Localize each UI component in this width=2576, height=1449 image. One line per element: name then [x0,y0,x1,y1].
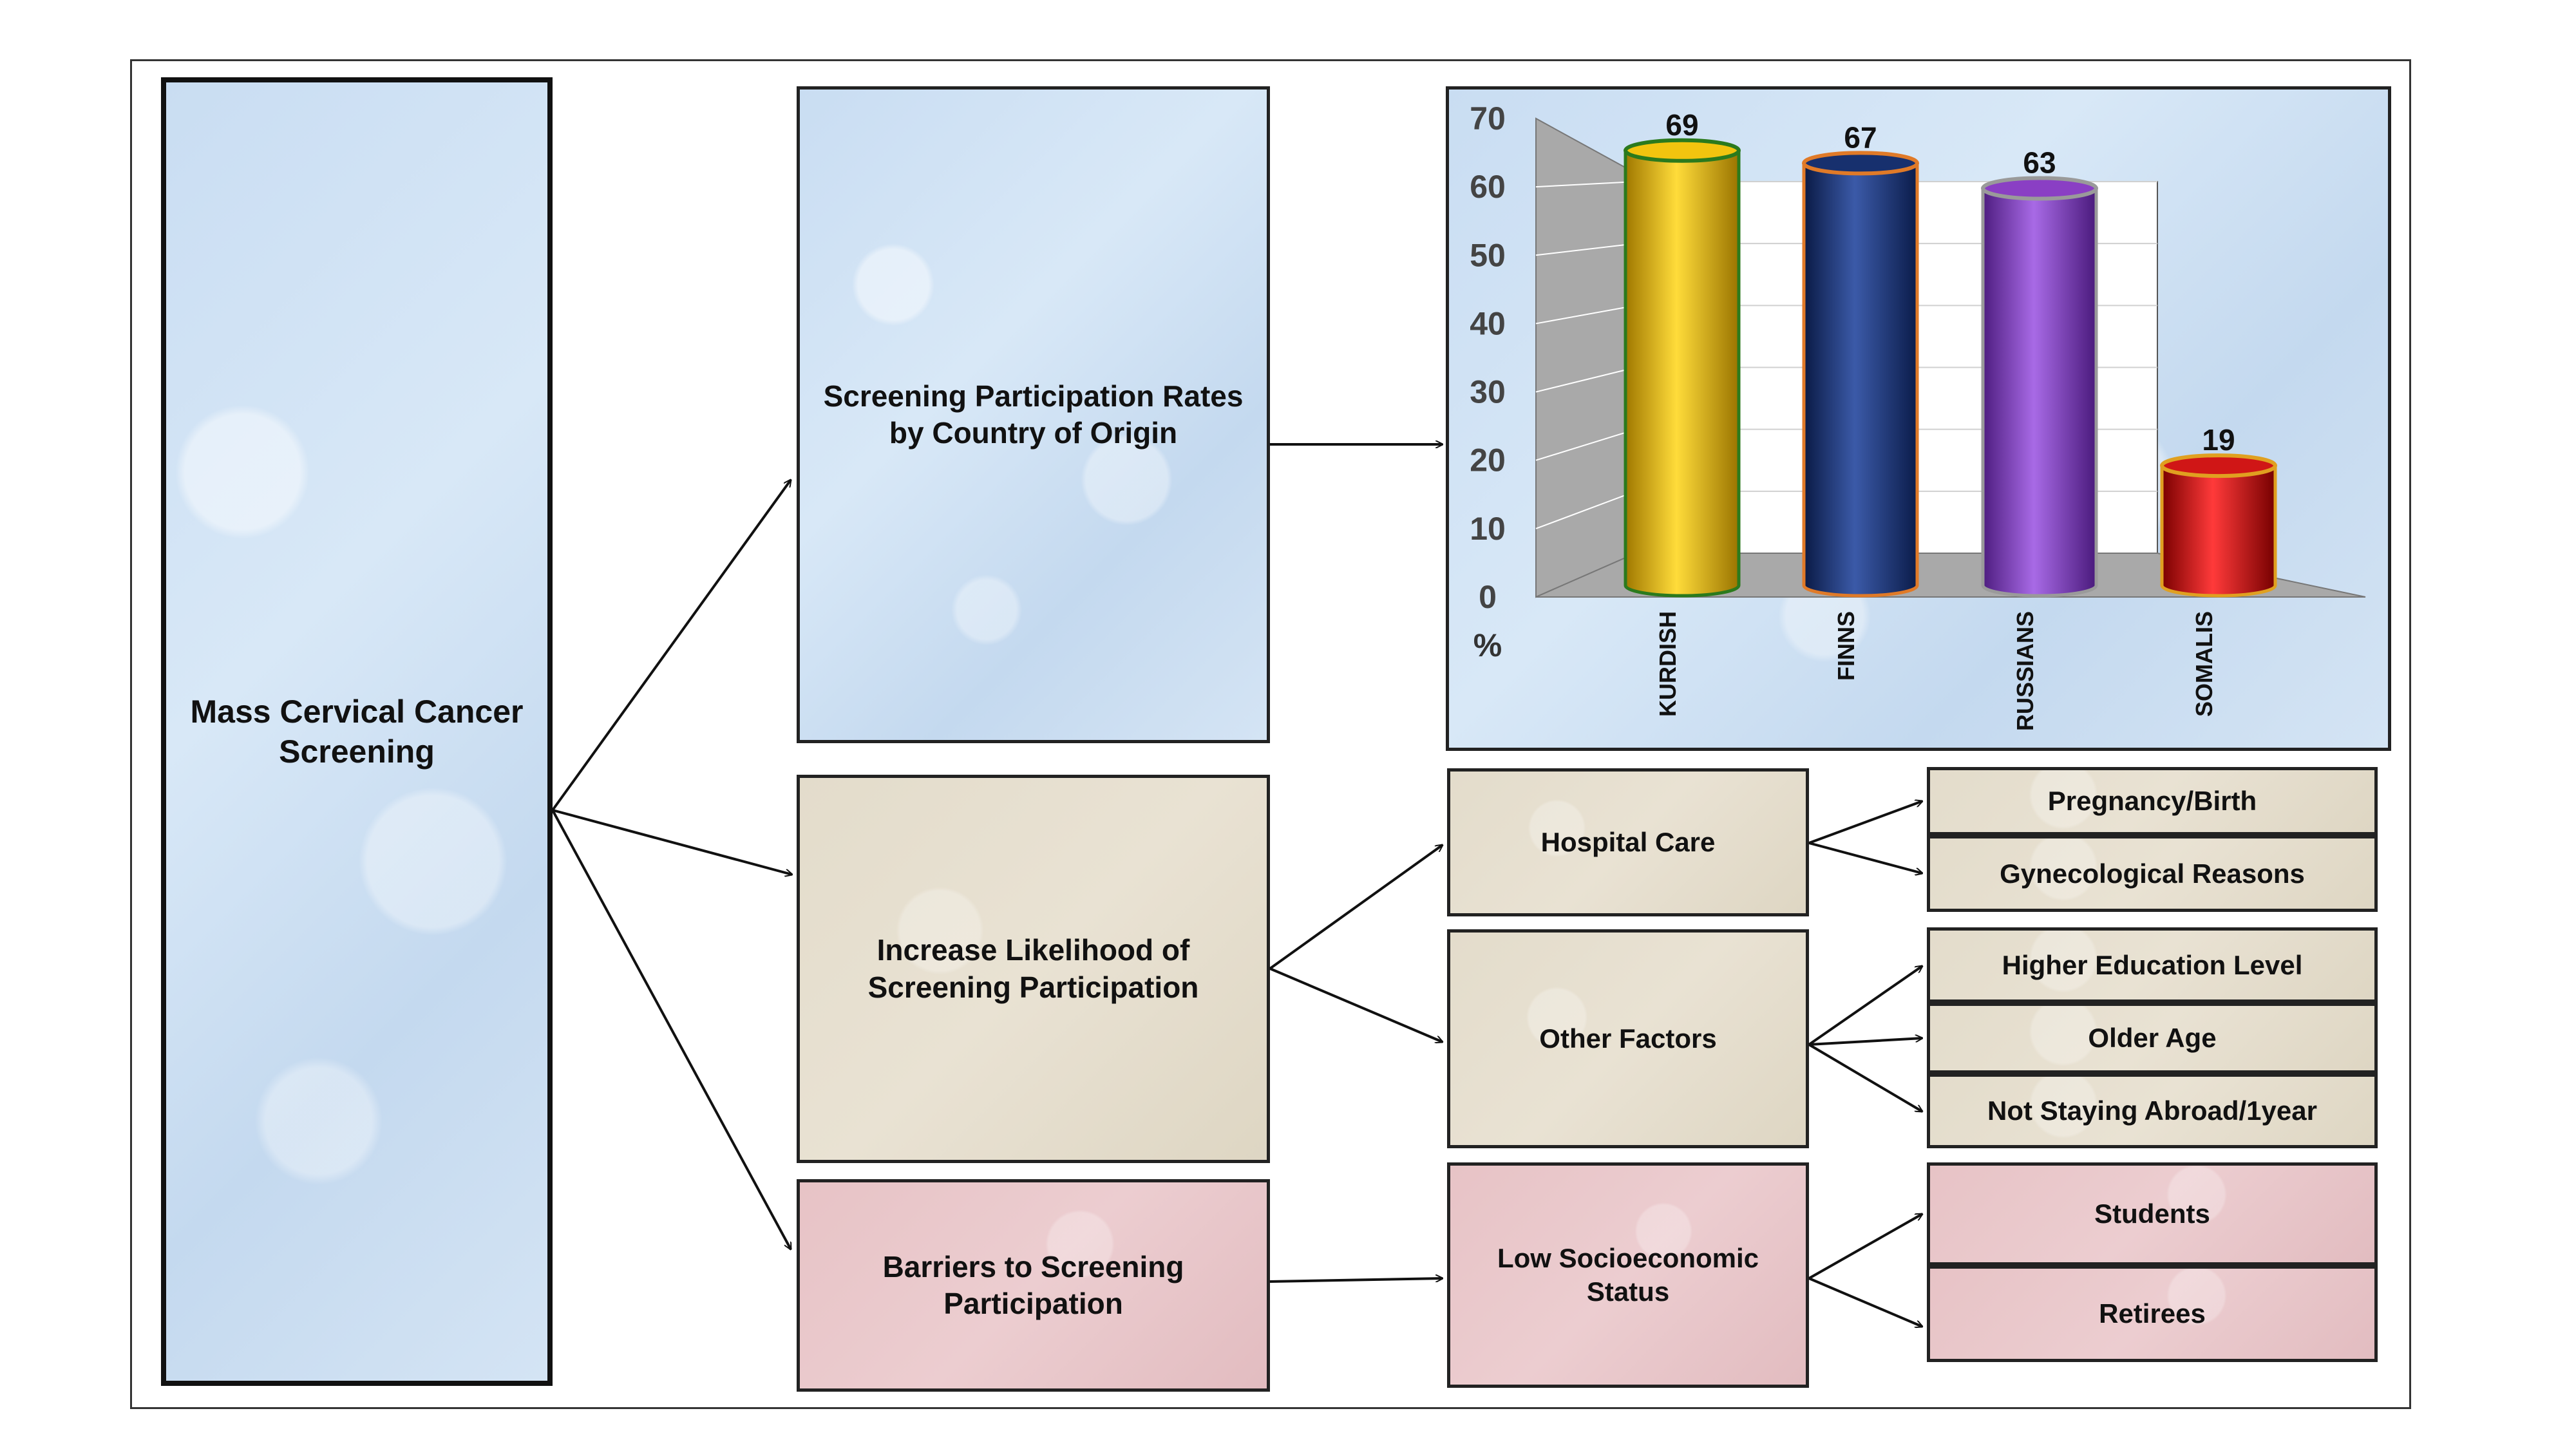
chart-gridline-side [1535,243,1636,256]
bar-kurdish [1624,138,1741,598]
x-category-label: SOMALIS [2191,611,2217,717]
students-box: Students [1927,1162,2378,1265]
pregnancy-birth-box: Pregnancy/Birth [1927,767,2378,835]
higher-education-box: Higher Education Level [1927,927,2378,1003]
bar-top [1981,176,2098,201]
y-tick-label: 40 [1470,305,1506,341]
y-tick-label: 20 [1470,442,1506,478]
participation-rates-label-line2: by Country of Origin [889,416,1178,450]
not-staying-abroad-label: Not Staying Abroad/1year [1987,1095,2317,1126]
bar-russians [1981,176,2098,598]
bar-value-label: 69 [1665,108,1698,142]
bar-value-label: 19 [2202,423,2235,457]
bar-body [2162,466,2275,585]
y-tick-label: 10 [1470,511,1506,547]
not-staying-abroad-box: Not Staying Abroad/1year [1927,1074,2378,1148]
mass-screening-label-line2: Screening [279,734,435,770]
increase-likelihood-label-line1: Increase Likelihood of [876,933,1190,967]
barriers-label-line2: Participation [943,1287,1123,1320]
chart-side-wall [1535,117,1636,598]
participation-rates-label-line1: Screening Participation Rates [823,379,1244,413]
gynecological-reasons-label: Gynecological Reasons [2000,858,2305,889]
y-tick-label: 60 [1470,169,1506,205]
low-ses-label-line1: Low Socioeconomic [1497,1242,1759,1273]
bar-value-label: 63 [2023,146,2056,180]
bar-finns [1802,151,1919,598]
students-label: Students [2094,1198,2210,1229]
mass-screening-box: Mass Cervical Cancer Screening [161,77,553,1386]
older-age-box: Older Age [1927,1003,2378,1074]
older-age-label: Older Age [2088,1023,2217,1053]
y-tick-label: 0 [1479,579,1497,615]
x-category-label: RUSSIANS [2012,611,2038,731]
low-socioeconomic-box: Low Socioeconomic Status [1447,1162,1809,1388]
bar-top [2160,453,2277,478]
hospital-care-box: Hospital Care [1447,768,1809,916]
chart-gridline-side [1535,305,1636,325]
barriers-box: Barriers to Screening Participation [797,1179,1270,1392]
chart-gridline-side [1535,366,1636,393]
y-tick-label: 50 [1470,237,1506,273]
barriers-label-line1: Barriers to Screening [882,1249,1184,1283]
pregnancy-birth-label: Pregnancy/Birth [2047,786,2257,816]
increase-likelihood-label-line2: Screening Participation [867,970,1199,1004]
chart-gridline-side [1535,490,1636,529]
x-category-label: KURDISH [1654,611,1681,717]
hospital-care-label: Hospital Care [1540,826,1716,857]
chart-floor [1535,553,2366,598]
bar-body [1983,188,2096,585]
participation-rates-box: Screening Participation Rates by Country… [797,86,1270,743]
diagram-frame [130,59,2411,1409]
bar-value-label: 67 [1844,120,1877,154]
chart-gridline-side [1535,181,1636,188]
bar-somalis [2160,453,2277,598]
bar-body [1625,150,1739,585]
mass-screening-label-line1: Mass Cervical Cancer [190,693,524,730]
retirees-label: Retirees [2099,1298,2206,1329]
increase-likelihood-box: Increase Likelihood of Screening Partici… [797,775,1270,1163]
y-tick-label: 70 [1470,100,1506,137]
other-factors-label: Other Factors [1539,1023,1717,1054]
bar-body [1804,163,1917,585]
y-axis-unit-label: % [1473,627,1502,663]
low-ses-label-line2: Status [1586,1276,1670,1307]
gynecological-reasons-box: Gynecological Reasons [1927,835,2378,912]
retirees-box: Retirees [1927,1265,2378,1362]
y-tick-label: 30 [1470,374,1506,410]
bar-top [1624,138,1741,163]
chart-gridline-side [1535,428,1636,461]
x-category-label: FINNS [1833,611,1859,681]
bar-top [1802,151,1919,176]
higher-education-label: Higher Education Level [2002,949,2303,980]
other-factors-box: Other Factors [1447,929,1809,1148]
